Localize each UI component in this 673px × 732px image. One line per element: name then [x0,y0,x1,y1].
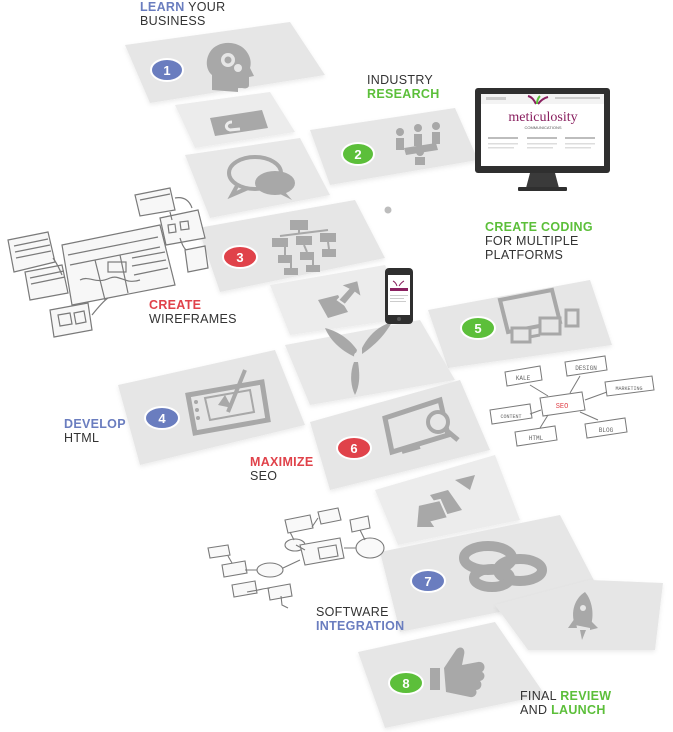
label-step-3: CREATE WIREFRAMES [149,298,237,326]
wireframe-sketches [7,187,209,338]
propeller-icon [325,322,392,395]
step-4-accent: DEVELOP [64,417,126,431]
seo-mindmap-sketch: SEO KALE DESIGN MARKETING CONTENT HTML B… [489,355,655,447]
step-1-line2: BUSINESS [140,14,206,28]
step-3-number: 3 [236,250,243,265]
step-5-accent: CREATE CODING [485,220,593,234]
step-6-number: 6 [350,441,357,456]
step-5-line2: FOR MULTIPLE [485,234,579,248]
step-8-badge: 8 [388,671,424,695]
step-3-badge: 3 [222,245,258,269]
smartphone [385,268,413,324]
step-5-badge: 5 [460,316,496,340]
step-7-number: 7 [424,574,431,589]
step-7-line1: SOFTWARE [316,605,389,619]
monitor-magnifier-icon [382,396,460,456]
step-5-line3: PLATFORMS [485,248,564,262]
rocket-icon [568,592,598,640]
tile-connector-d [285,320,455,405]
step-6-line2: SEO [250,469,278,483]
tile-develop-html [118,350,305,465]
pen-tablet-icon [185,369,271,436]
label-step-7: SOFTWARE INTEGRATION [316,605,404,633]
step-8-accent-2: LAUNCH [551,703,606,717]
thumbs-up-icon [430,647,485,698]
step-8-line1: FINAL [520,689,561,703]
arrow-down-left-icon [414,475,475,529]
flowchart-sketch [207,507,385,609]
seo-node-6: BLOG [599,427,614,434]
step-1-accent: LEARN [140,0,185,14]
desktop-monitor: meticulosity COMMUNICATIONS [475,88,610,191]
tile-create-coding [428,280,612,368]
seo-node-2: DESIGN [575,365,597,372]
label-step-8: FINAL REVIEW AND LAUNCH [520,689,611,717]
step-5-number: 5 [474,321,481,336]
step-7-badge: 7 [410,569,446,593]
label-step-5: CREATE CODING FOR MULTIPLE PLATFORMS [485,220,593,262]
step-3-accent: CREATE [149,298,202,312]
chat-bubbles-icon [227,155,295,200]
step-7-accent: INTEGRATION [316,619,405,633]
step-8-number: 8 [402,676,409,691]
step-4-line2: HTML [64,431,100,445]
step-6-badge: 6 [336,436,372,460]
step-4-number: 4 [158,411,166,426]
step-1-badge: 1 [150,58,184,82]
label-step-6: MAXIMIZE SEO [250,455,314,483]
seo-node-1: KALE [516,375,531,382]
monitor-brand: meticulosity [508,110,577,125]
seo-node-5: HTML [529,435,544,442]
seo-center: SEO [556,403,569,411]
step-6-accent: MAXIMIZE [250,455,314,469]
step-2-number: 2 [354,147,361,162]
seo-node-3: MARKETING [615,386,642,392]
tile-industry-research [310,108,478,185]
step-4-badge: 4 [144,406,180,430]
head-gears-icon [206,42,254,92]
step-8-line2: AND [520,703,552,717]
refresh-arrow-icon [210,110,268,136]
meeting-people-icon [396,122,440,165]
step-1-line1-rest: YOUR [184,0,226,14]
step-2-line1: INDUSTRY [367,73,434,87]
sitemap-icon [272,220,336,275]
label-step-2: INDUSTRY RESEARCH [367,73,440,101]
step-8-accent-1: REVIEW [560,689,612,703]
step-3-line2: WIREFRAMES [149,312,237,326]
arrow-up-right-icon [318,278,364,318]
tile-create-wireframes [198,200,385,292]
label-step-1: LEARN YOUR BUSINESS [140,0,225,28]
multi-device-icon [497,287,580,344]
connector-dot [384,206,392,214]
step-2-badge: 2 [341,142,375,166]
tile-maximize-seo [310,380,490,490]
label-step-4: DEVELOP HTML [64,417,126,445]
step-1-number: 1 [163,63,170,78]
seo-node-4: CONTENT [500,414,521,420]
monitor-tagline: COMMUNICATIONS [524,125,561,130]
step-2-accent: RESEARCH [367,87,440,101]
chain-links-icon [459,541,547,592]
